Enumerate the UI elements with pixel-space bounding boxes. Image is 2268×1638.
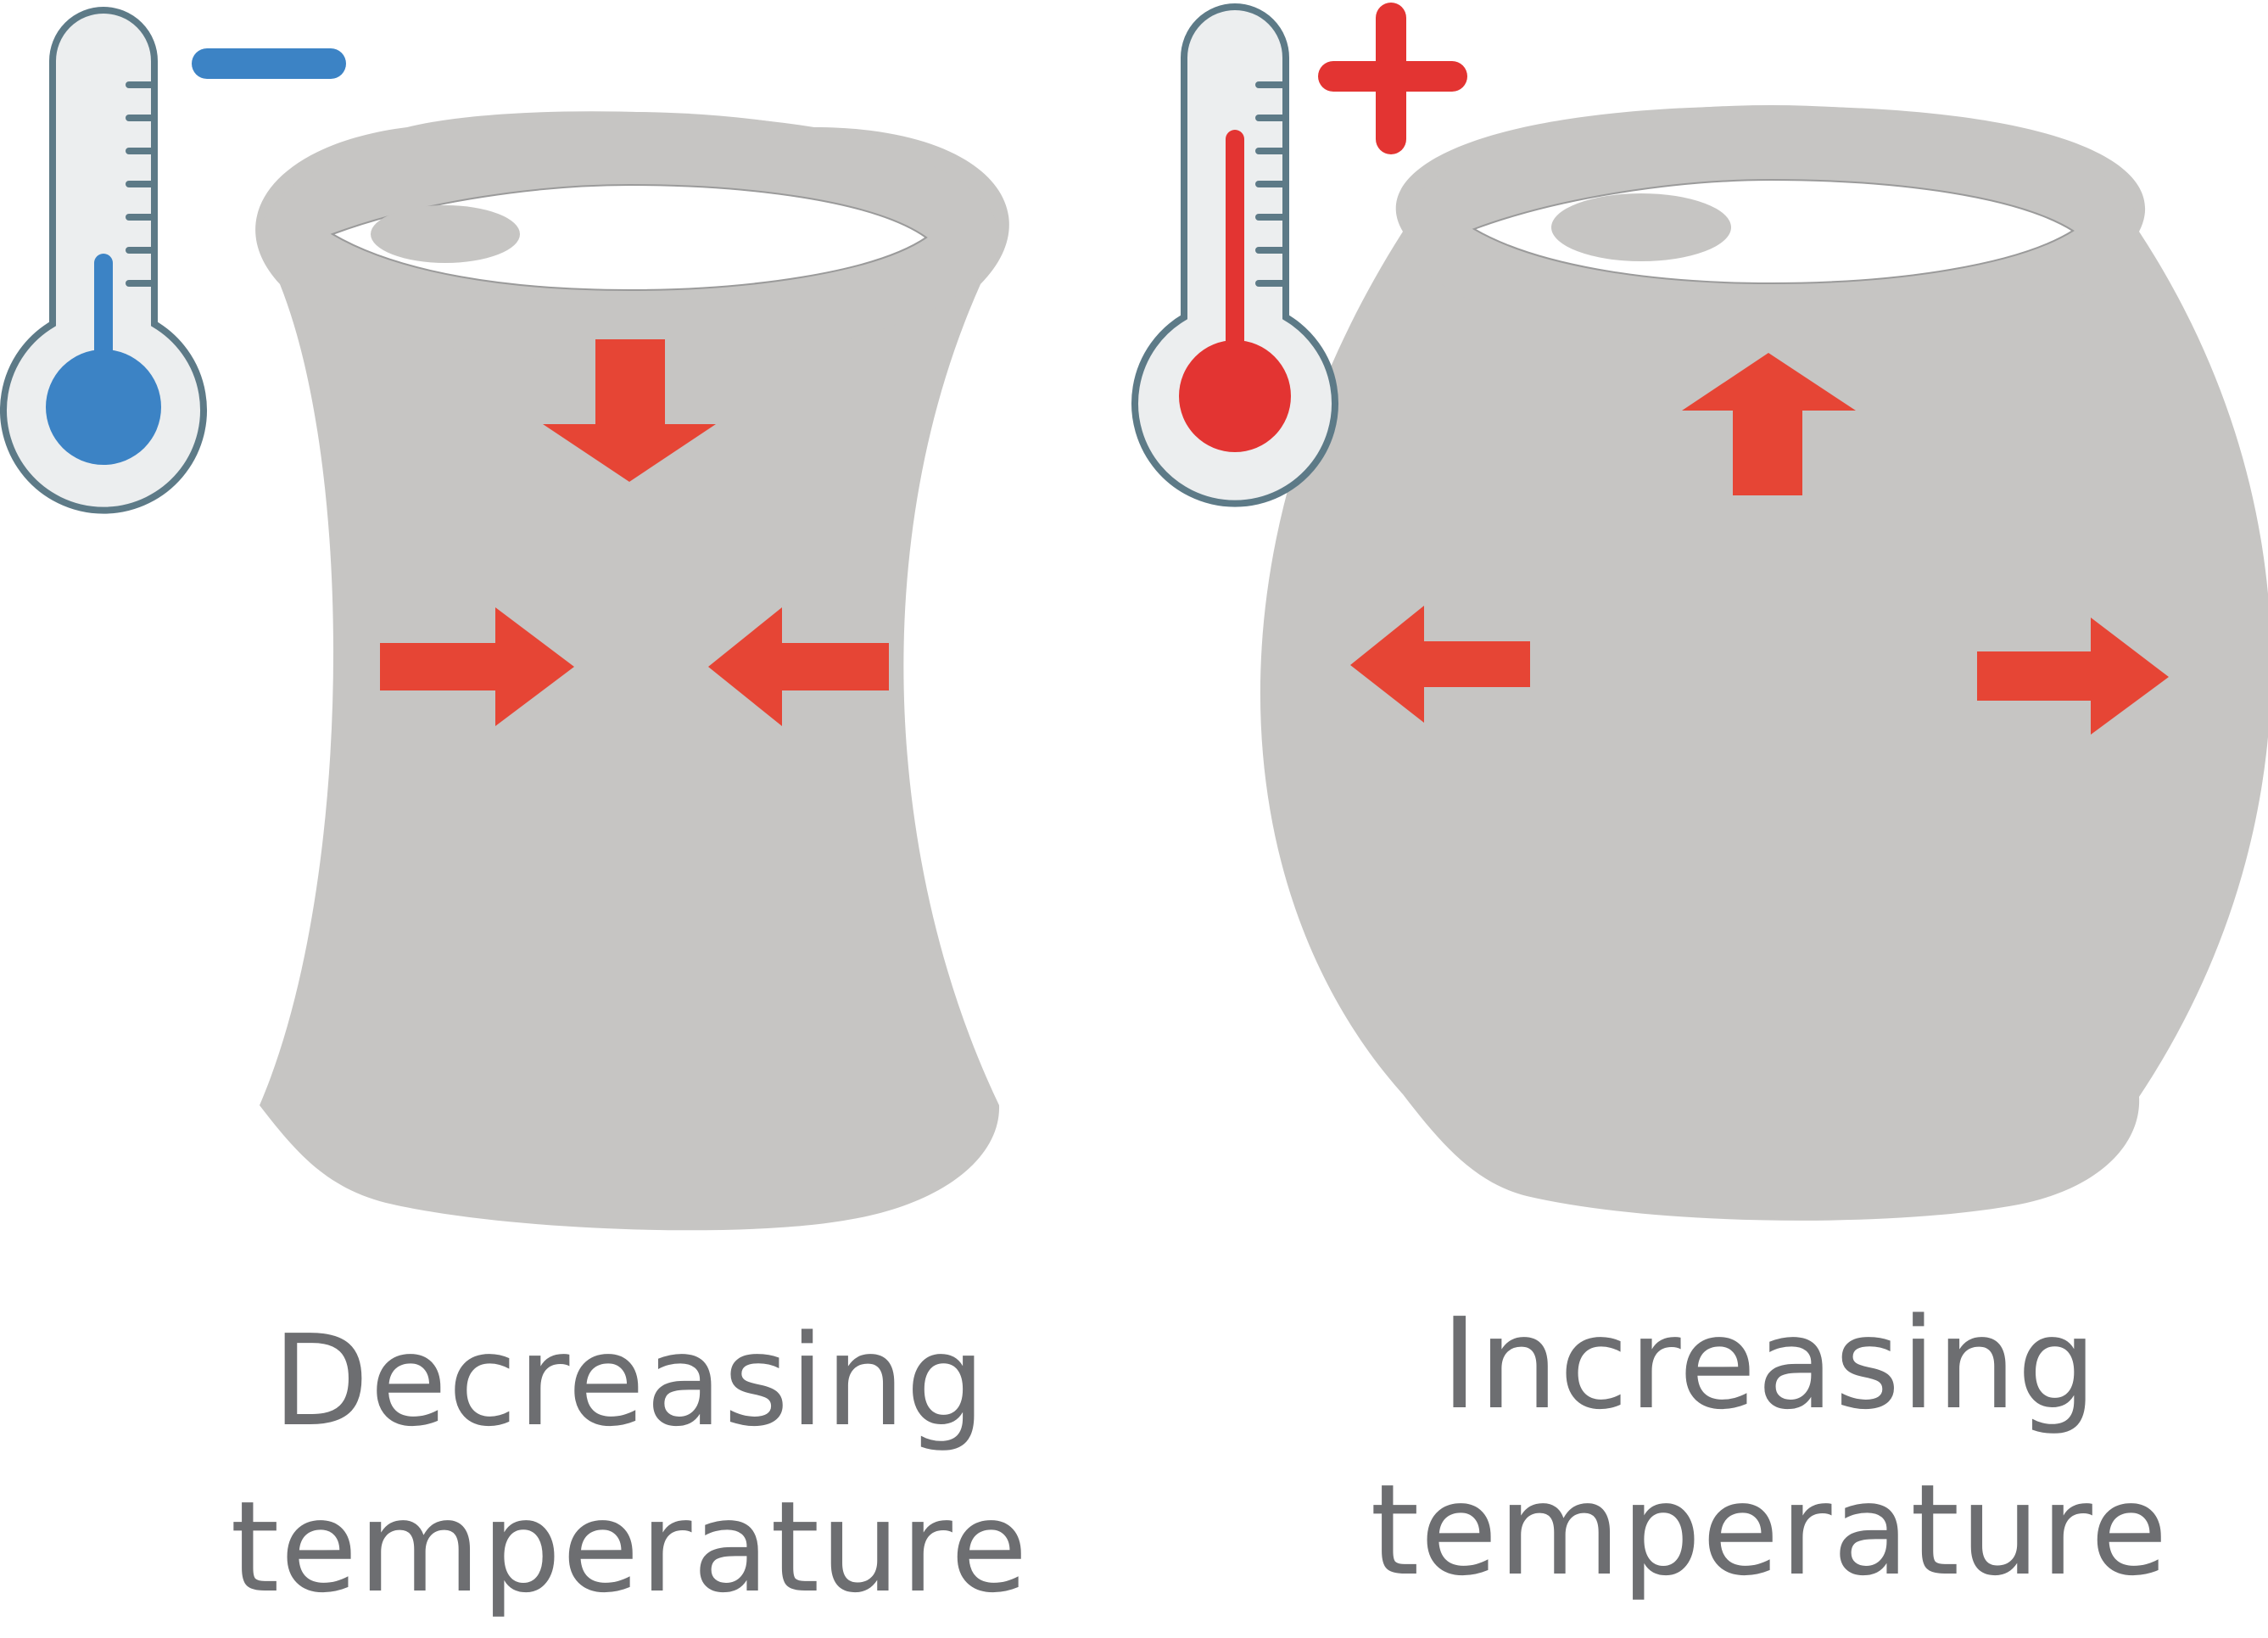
arrow-down-icon (543, 339, 716, 482)
arrow-right-outward-icon (1977, 618, 2169, 735)
caption-line-1: Increasing (1440, 1291, 2098, 1437)
cold-thermometer (0, 7, 346, 514)
plus-sign-icon (1318, 3, 1467, 154)
thermometer-scale-ticks (1255, 81, 1286, 287)
caption-decreasing-temperature: Decreasing temperature (205, 1298, 1053, 1630)
caption-increasing-temperature: Increasing temperature (1345, 1281, 2193, 1613)
thermometer-scale-ticks (126, 81, 154, 287)
caption-line-1: Decreasing (272, 1308, 986, 1454)
mercury-bulb (46, 349, 161, 465)
arrow-up-icon (1682, 353, 1856, 495)
expansion-arrows (1350, 353, 2169, 735)
arrow-right-inward-icon (380, 607, 574, 726)
caption-line-2: temperature (1370, 1457, 2169, 1603)
contracted-cylinder-body (255, 111, 1009, 1231)
mercury-bulb (1179, 340, 1291, 452)
expanded-cylinder-body (1260, 106, 2268, 1221)
contraction-arrows (380, 339, 889, 726)
contracted-cylinder (255, 111, 1009, 1231)
expanded-cylinder-highlight (1551, 193, 1731, 261)
contracted-cylinder-highlight (371, 205, 520, 263)
arrow-left-outward-icon (1350, 606, 1530, 723)
hot-thermometer (1131, 3, 1467, 507)
caption-line-2: temperature (230, 1474, 1029, 1620)
arrow-left-inward-icon (708, 607, 889, 726)
expanded-cylinder (1260, 105, 2268, 1221)
